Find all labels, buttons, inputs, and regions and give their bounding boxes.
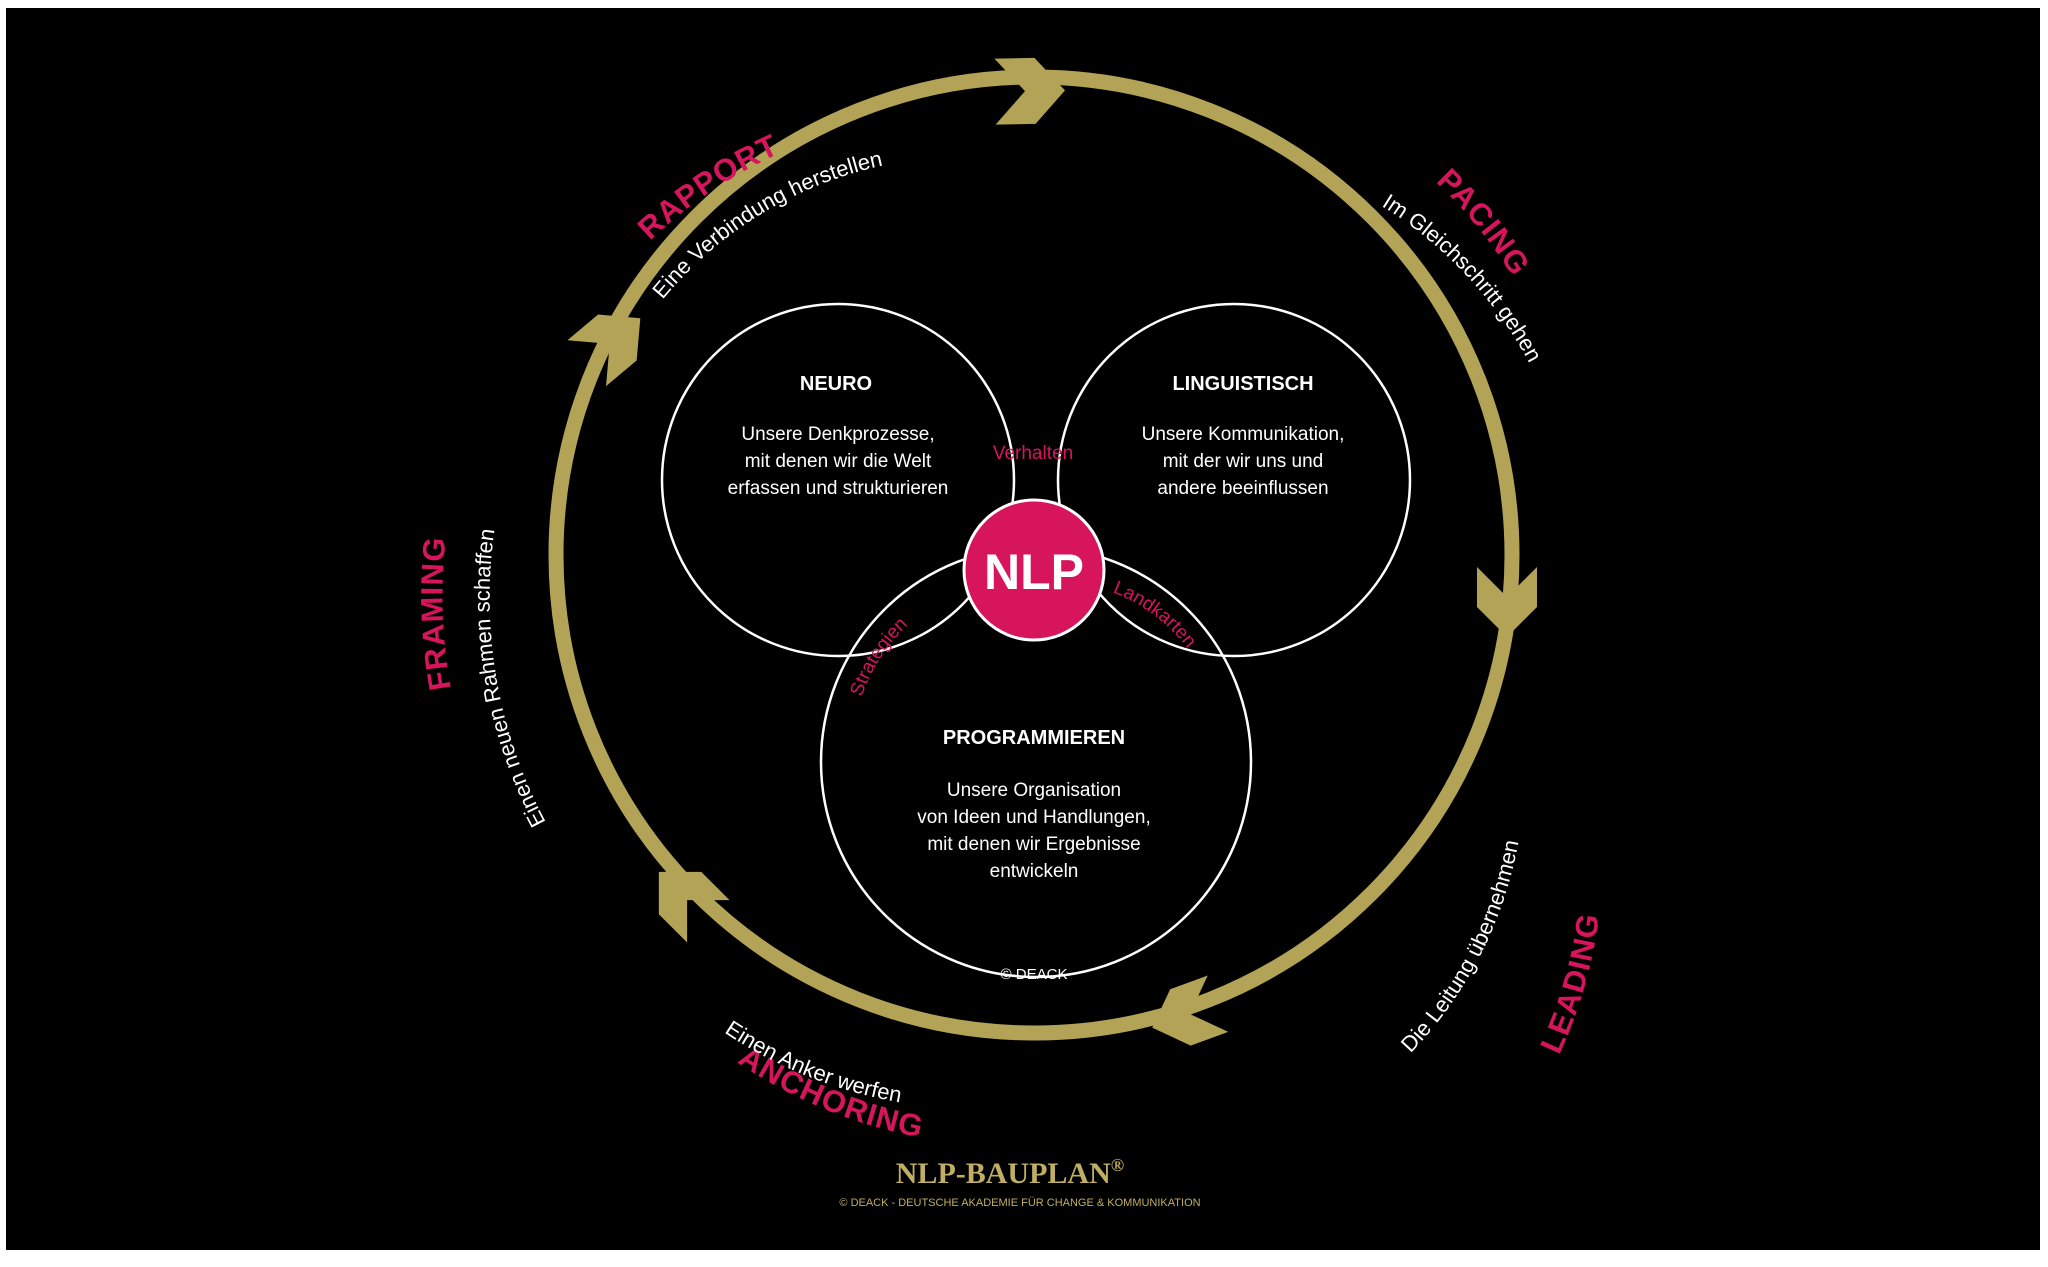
overlap-verhalten: Verhalten xyxy=(993,443,1073,464)
chevron-arrow-anchoring xyxy=(658,871,730,943)
venn-circle-linguistisch xyxy=(1056,302,1412,658)
neuro-line-2: mit denen wir die Welt xyxy=(745,451,932,472)
programmieren-line-2: von Ideen und Handlungen, xyxy=(917,807,1150,828)
brand-subtitle: © DEACK - DEUTSCHE AKADEMIE FÜR CHANGE &… xyxy=(839,1197,1200,1209)
linguistisch-title: LINGUISTISCH xyxy=(1172,373,1313,395)
brand-title: NLP-BAUPLAN® xyxy=(896,1155,1124,1190)
programmieren-line-4: entwickeln xyxy=(990,861,1079,882)
linguistisch-line-2: mit der wir uns und xyxy=(1163,451,1324,472)
chevron-arrow-framing xyxy=(567,314,641,387)
neuro-line-1: Unsere Denkprozesse, xyxy=(741,424,934,445)
programmieren-line-3: mit denen wir Ergebnisse xyxy=(927,834,1140,855)
neuro-title: NEURO xyxy=(800,373,872,395)
venn-copyright: © DEACK xyxy=(1001,966,1068,983)
linguistisch-line-3: andere beeinflussen xyxy=(1157,478,1328,499)
chevron-arrow-pacing xyxy=(1477,567,1537,637)
cycle-chevrons xyxy=(567,57,1537,1046)
chevron-arrow-leading xyxy=(1152,975,1229,1046)
venn-circle-neuro xyxy=(660,302,1016,658)
linguistisch-line-1: Unsere Kommunikation, xyxy=(1142,424,1345,445)
programmieren-line-1: Unsere Organisation xyxy=(947,780,1121,801)
footer-brand: NLP-BAUPLAN® © DEACK - DEUTSCHE AKADEMIE… xyxy=(839,1155,1200,1209)
neuro-line-3: erfassen und strukturieren xyxy=(728,478,949,499)
nlp-center-circle xyxy=(962,498,1106,642)
nlp-center-label: NLP xyxy=(984,544,1084,600)
programmieren-title: PROGRAMMIEREN xyxy=(943,727,1125,749)
chevron-arrow-rapport xyxy=(994,57,1065,125)
